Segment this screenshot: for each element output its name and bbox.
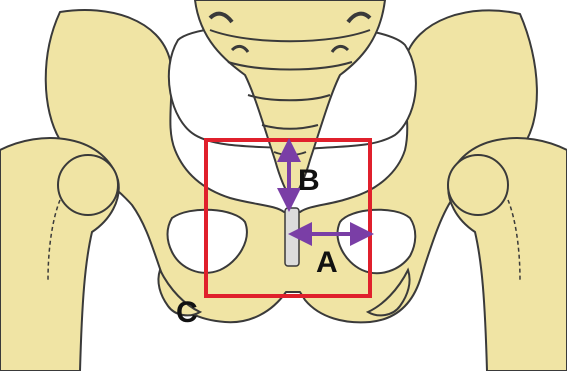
label-c: C	[176, 296, 198, 329]
right-femur	[448, 138, 567, 371]
label-b: B	[298, 164, 320, 197]
label-a: A	[316, 246, 338, 279]
pubic-symphysis	[285, 208, 299, 266]
left-femur	[0, 138, 119, 371]
